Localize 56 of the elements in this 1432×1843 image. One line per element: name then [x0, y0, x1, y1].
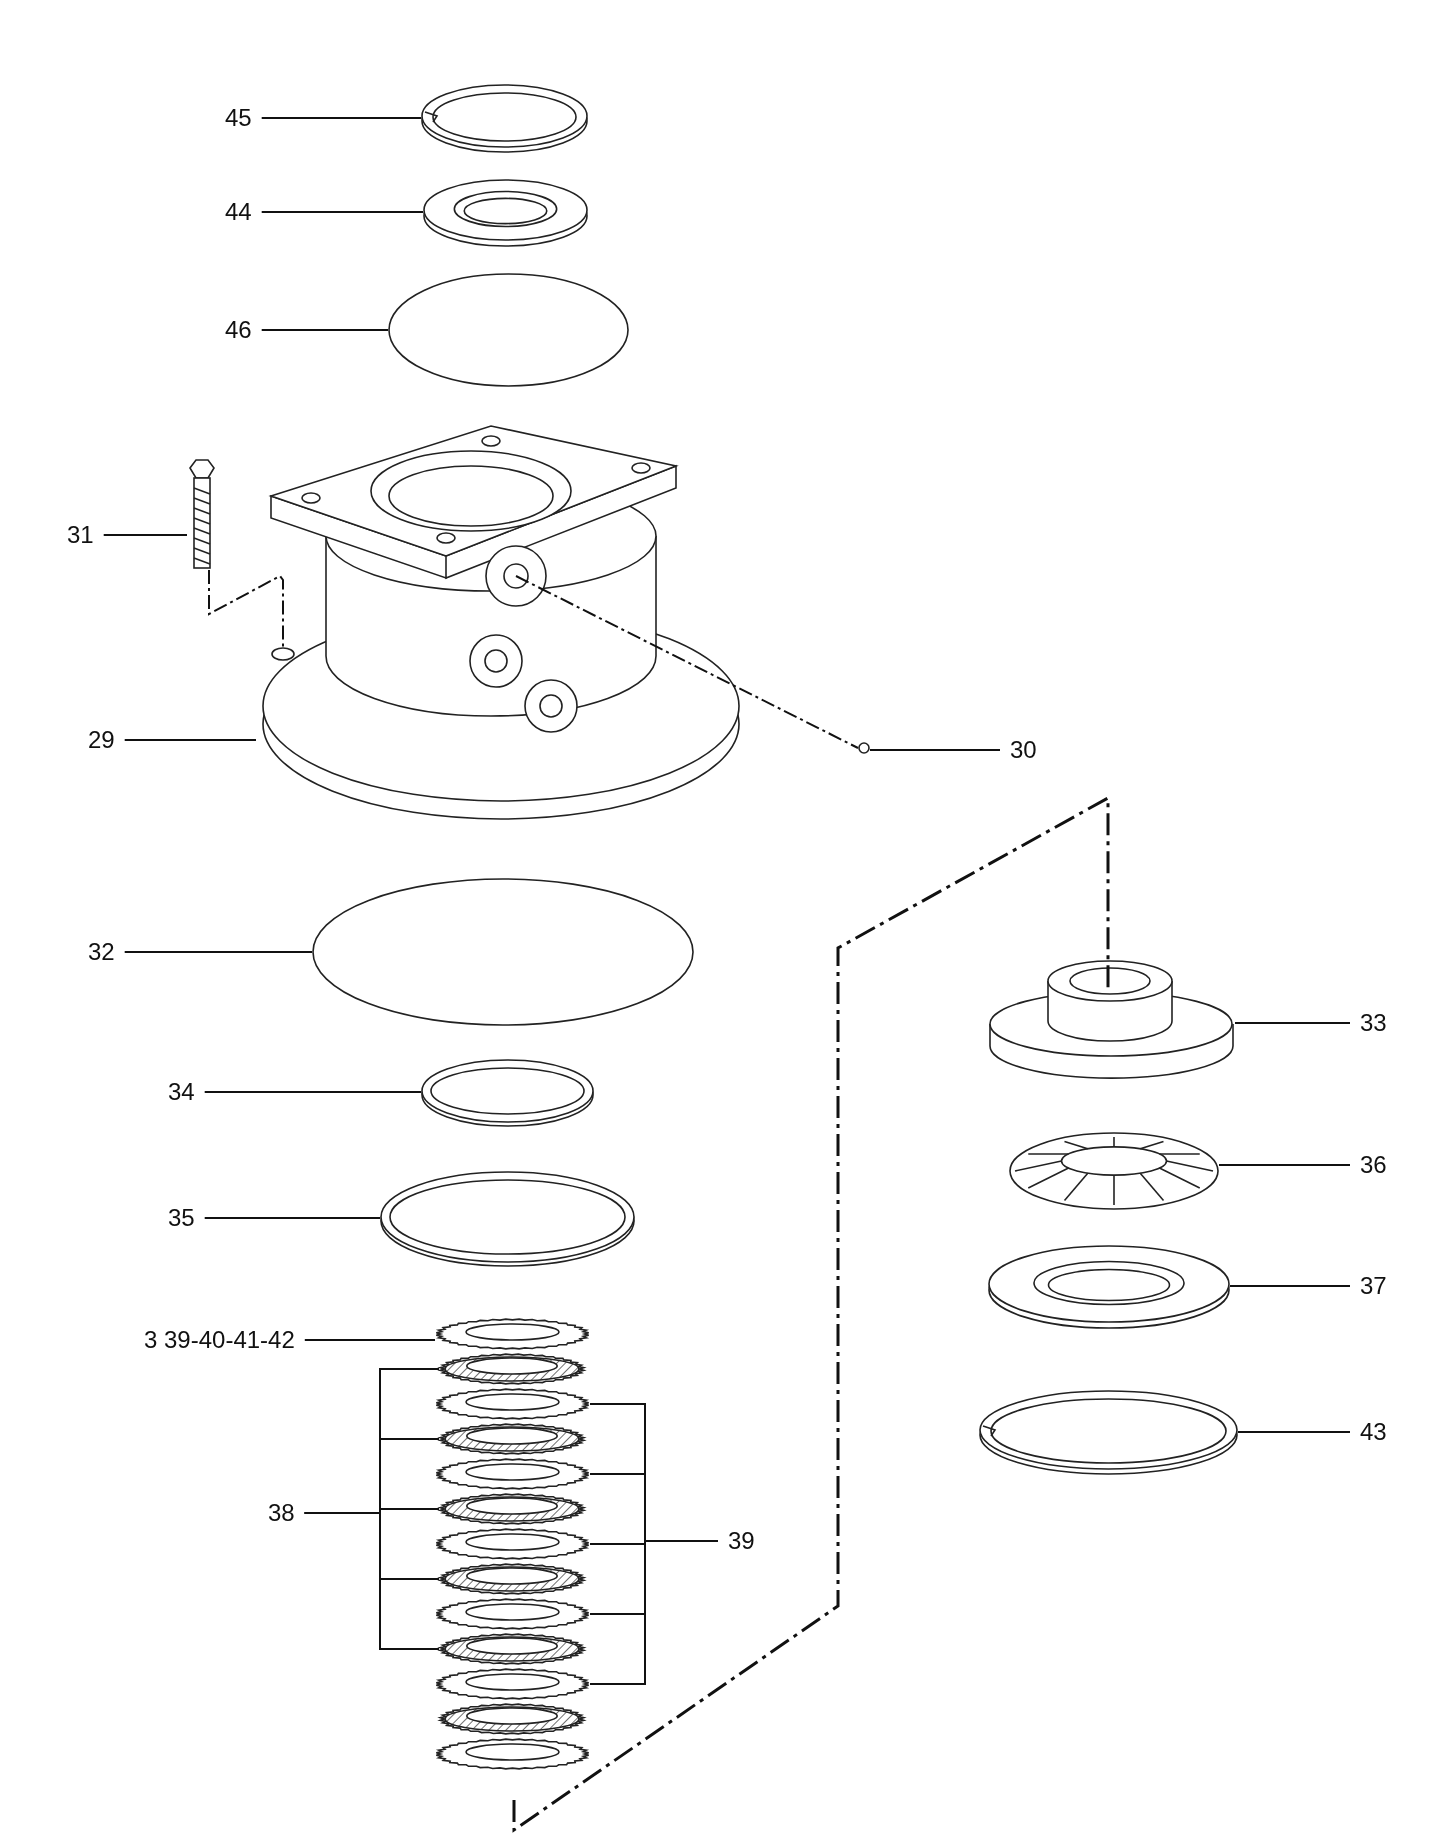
- bearing-washer-drawing: [423, 177, 588, 247]
- friction-disc-drawing: [439, 1423, 585, 1455]
- friction-disc-drawing: [439, 1493, 585, 1525]
- steel-plate-drawing: [435, 1528, 590, 1560]
- leader-line: [869, 749, 1001, 751]
- steel-plate-drawing: [435, 1388, 590, 1420]
- steel-plate-drawing: [435, 1458, 590, 1490]
- leader-line: [260, 211, 424, 213]
- steel-plate-drawing: [435, 1318, 590, 1350]
- assembly-line: [515, 575, 859, 749]
- leader-line: [303, 1339, 436, 1341]
- gasket-disc-drawing: [312, 878, 694, 1026]
- callout-number: 30: [1000, 736, 1047, 764]
- leader-line: [102, 534, 188, 536]
- callout-number: 37: [1350, 1272, 1397, 1300]
- leader-line: [260, 117, 422, 119]
- leader-line: [123, 739, 257, 741]
- steel-plate-drawing: [435, 1598, 590, 1630]
- thrust-washer-drawing: [988, 1243, 1230, 1329]
- leader-line: [1234, 1022, 1351, 1024]
- ring-drawing: [421, 1057, 594, 1127]
- leader-line: [123, 951, 313, 953]
- callout-number: 36: [1350, 1151, 1397, 1179]
- leader-line: [260, 329, 389, 331]
- seal-disc-drawing: [388, 273, 629, 387]
- leader-line: [303, 1512, 440, 1650]
- friction-disc-drawing: [439, 1353, 585, 1385]
- callout-number: 3 39-40-41-42: [134, 1326, 305, 1354]
- callout-number: 45: [215, 104, 262, 132]
- friction-disc-drawing: [439, 1703, 585, 1735]
- callout-number: 35: [158, 1204, 205, 1232]
- callout-number: 31: [57, 521, 104, 549]
- ring-drawing: [380, 1169, 635, 1267]
- bolt-drawing: [187, 458, 217, 570]
- leader-line: [1229, 1285, 1351, 1287]
- ball-drawing: [858, 742, 870, 754]
- leader-line: [589, 1540, 719, 1685]
- callout-number: 39: [718, 1527, 765, 1555]
- friction-disc-drawing: [439, 1633, 585, 1665]
- snap-ring-drawing: [979, 1389, 1238, 1475]
- callout-number: 32: [78, 938, 125, 966]
- leader-line: [203, 1217, 381, 1219]
- snap-ring-drawing: [421, 83, 588, 153]
- leader-line: [203, 1091, 422, 1093]
- friction-disc-drawing: [439, 1563, 585, 1595]
- callout-number: 44: [215, 198, 262, 226]
- steel-plate-drawing: [435, 1668, 590, 1700]
- leader-line: [1237, 1431, 1351, 1433]
- callout-number: 34: [158, 1078, 205, 1106]
- callout-number: 38: [258, 1499, 305, 1527]
- callout-number: 43: [1350, 1418, 1397, 1446]
- callout-number: 46: [215, 316, 262, 344]
- steel-plate-drawing: [435, 1738, 590, 1770]
- callout-number: 29: [78, 726, 125, 754]
- callout-number: 33: [1350, 1009, 1397, 1037]
- leader-line: [1218, 1164, 1351, 1166]
